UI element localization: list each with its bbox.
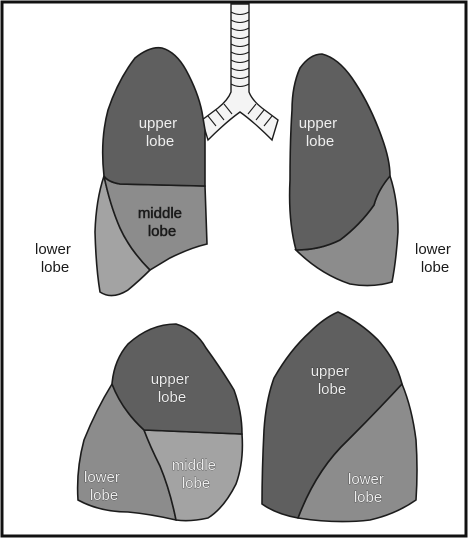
side-right-lower-label: lower lobe [84,469,124,504]
front-left-upper-label-line2: lobe [306,133,334,150]
front-left-lung [290,54,398,286]
side-right-lower-label-line2: lobe [90,487,118,504]
side-right-middle-label-line1: middle [172,457,216,474]
side-right-middle-label-line2: lobe [182,475,210,492]
side-left-lower-label-line2: lobe [354,489,382,506]
front-right-middle-label-line1: middle [138,205,182,222]
front-right-middle-label-line2: lobe [148,223,176,240]
front-right-lung [95,48,207,296]
front-right-lower-label: lower lobe [35,241,75,276]
side-right-upper-label-line1: upper [151,371,189,388]
side-right-upper-label-line2: lobe [158,389,186,406]
side-left-lower-label-line1: lower [348,471,384,488]
side-left-lower-label: lower lobe [348,471,388,506]
side-right-lower-label-line1: lower [84,469,120,486]
front-left-lower-label-line1: lower [415,241,451,258]
front-right-upper-label-line1: upper [139,115,177,132]
side-left-upper-label-line1: upper [311,363,349,380]
side-left-lung [262,312,417,522]
front-left-lower-label: lower lobe [415,241,455,276]
front-right-lower-label-line2: lobe [41,259,69,276]
trachea [202,4,278,140]
front-right-upper-label-line2: lobe [146,133,174,150]
front-left-upper-label-line1: upper [299,115,337,132]
front-right-lower-label-line1: lower [35,241,71,258]
side-left-upper-label-line2: lobe [318,381,346,398]
front-left-lower-label-line2: lobe [421,259,449,276]
